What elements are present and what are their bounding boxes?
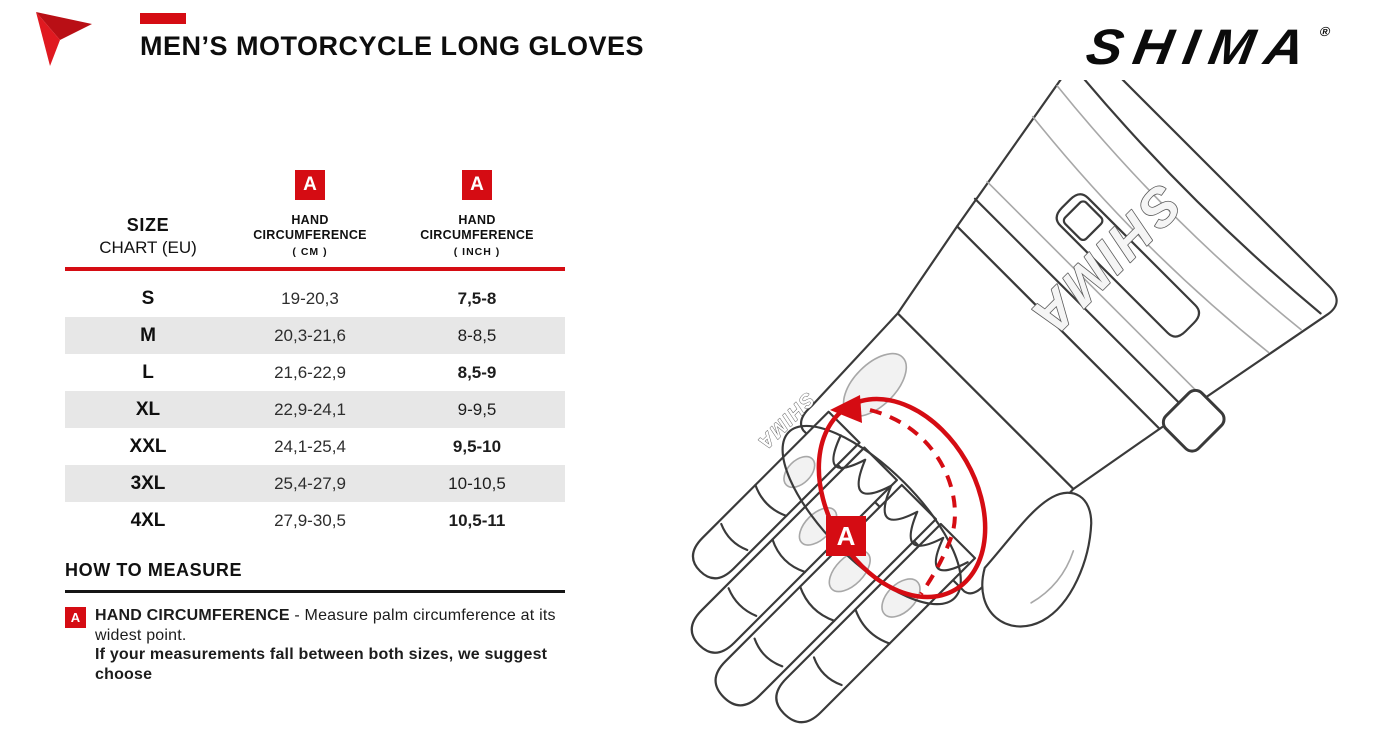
title-accent-bar bbox=[140, 13, 186, 24]
table-row: XXL 24,1-25,4 9,5-10 bbox=[65, 428, 565, 465]
cm-cell: 27,9-30,5 bbox=[274, 510, 346, 530]
size-header-line2: CHART (EU) bbox=[99, 238, 197, 257]
finger-pad bbox=[828, 549, 871, 593]
cm-header-line2: CIRCUMFERENCE bbox=[253, 228, 367, 242]
size-chart-table: SIZE CHART (EU) A HAND CIRCUMFERENCE ( C… bbox=[65, 158, 565, 539]
table-header: SIZE CHART (EU) A HAND CIRCUMFERENCE ( C… bbox=[65, 158, 565, 258]
cm-cell: 24,1-25,4 bbox=[274, 436, 346, 456]
size-cell: XL bbox=[135, 398, 161, 420]
page-title: MEN’S MOTORCYCLE LONG GLOVES bbox=[140, 31, 645, 61]
glove-thumb bbox=[981, 491, 1093, 628]
registered-mark: ® bbox=[1318, 24, 1332, 39]
finger-crease bbox=[727, 587, 758, 617]
header-divider bbox=[65, 267, 565, 271]
finger-crease bbox=[720, 522, 749, 552]
inch-cell: 8,5-9 bbox=[457, 362, 497, 382]
cuff-seam bbox=[986, 180, 1206, 400]
cuff-hem bbox=[1072, 80, 1322, 315]
table-body: S 19-20,3 7,5-8 M 20,3-21,6 8-8,5 L 21,6… bbox=[65, 280, 565, 539]
measurement-annotation: A bbox=[816, 395, 988, 600]
size-column-header: SIZE CHART (EU) bbox=[65, 158, 231, 258]
inch-cell: 10-10,5 bbox=[448, 473, 506, 493]
table-row: 3XL 25,4-27,9 10-10,5 bbox=[65, 465, 565, 502]
measure-instructions: A HAND CIRCUMFERENCE - Measure palm circ… bbox=[65, 606, 625, 684]
measure-note-2: choose bbox=[95, 665, 153, 683]
cm-cell: 21,6-22,9 bbox=[274, 362, 346, 382]
cm-cell: 20,3-21,6 bbox=[274, 325, 346, 345]
inch-column-header: A HAND CIRCUMFERENCE ( INCH ) bbox=[389, 158, 565, 258]
cuff-seam bbox=[1056, 84, 1302, 331]
size-cell: 3XL bbox=[130, 472, 166, 494]
cm-header-line1: HAND bbox=[291, 213, 329, 227]
cuff-seam bbox=[1031, 115, 1270, 354]
glove-illustration: SHIMA SHIMA A bbox=[690, 80, 1338, 724]
measure-text: HAND CIRCUMFERENCE - Measure palm circum… bbox=[95, 606, 556, 684]
shima-logo-icon bbox=[36, 12, 92, 66]
size-cell: 4XL bbox=[130, 509, 166, 531]
table-row: 4XL 27,9-30,5 10,5-11 bbox=[65, 502, 565, 539]
size-cell: M bbox=[140, 324, 156, 346]
measurement-badge bbox=[826, 516, 866, 556]
measure-note-1: If your measurements fall between both s… bbox=[95, 646, 548, 663]
measurement-arrow-icon bbox=[830, 395, 862, 423]
cuff-seam bbox=[973, 197, 1189, 413]
measure-a-badge: A bbox=[295, 170, 325, 200]
strap-buckle bbox=[1062, 200, 1104, 242]
logo-lower-shape bbox=[36, 12, 60, 66]
glove-finger-middle bbox=[714, 483, 938, 707]
inch-cell: 10,5-11 bbox=[448, 510, 506, 530]
finger-pad bbox=[783, 455, 816, 489]
glove-cuff bbox=[955, 80, 1338, 430]
brand-wordmark: SHIMA® bbox=[1082, 18, 1333, 76]
cm-cell: 19-20,3 bbox=[281, 288, 339, 308]
knuckle-scallops bbox=[832, 434, 969, 572]
measurement-badge-label: A bbox=[837, 521, 856, 551]
wrist-adjuster-strap bbox=[1161, 388, 1226, 453]
inch-header-unit: ( INCH ) bbox=[453, 246, 501, 258]
measure-a-badge: A bbox=[462, 170, 492, 200]
measure-term: HAND CIRCUMFERENCE bbox=[95, 607, 290, 624]
glove-line-art: SHIMA SHIMA bbox=[690, 80, 1338, 724]
size-cell: L bbox=[142, 361, 154, 383]
measure-line-2: widest point. bbox=[95, 626, 187, 644]
size-cell: S bbox=[141, 287, 155, 309]
glove-finger-ring bbox=[690, 446, 898, 654]
inch-cell: 8-8,5 bbox=[457, 325, 497, 345]
finger-crease bbox=[799, 585, 836, 622]
table-row: XL 22,9-24,1 9-9,5 bbox=[65, 391, 565, 428]
size-cell: XXL bbox=[129, 435, 167, 457]
table-row: S 19-20,3 7,5-8 bbox=[65, 280, 565, 317]
how-to-measure-section: HOW TO MEASURE bbox=[65, 560, 565, 593]
finger-crease bbox=[812, 656, 843, 687]
inch-cell: 7,5-8 bbox=[457, 288, 497, 308]
finger-crease bbox=[854, 608, 891, 645]
inch-cell: 9,5-10 bbox=[452, 436, 502, 456]
measure-a-badge: A bbox=[65, 607, 86, 628]
how-to-measure-heading: HOW TO MEASURE bbox=[65, 560, 565, 593]
inch-header-line1: HAND bbox=[458, 213, 496, 227]
measure-line-1: HAND CIRCUMFERENCE - Measure palm circum… bbox=[95, 606, 556, 626]
inch-header-line2: CIRCUMFERENCE bbox=[420, 228, 534, 242]
cm-cell: 25,4-27,9 bbox=[274, 473, 346, 493]
logo-upper-shape bbox=[36, 12, 92, 40]
inch-cell: 9-9,5 bbox=[457, 399, 497, 419]
measurement-dashed-line bbox=[869, 408, 957, 596]
cm-header-unit: ( CM ) bbox=[292, 246, 328, 258]
finger-crease bbox=[754, 483, 788, 517]
cm-column-header: A HAND CIRCUMFERENCE ( CM ) bbox=[231, 158, 389, 258]
finger-crease bbox=[753, 637, 784, 668]
table-row: M 20,3-21,6 8-8,5 bbox=[65, 317, 565, 354]
title-block: MEN’S MOTORCYCLE LONG GLOVES bbox=[140, 13, 644, 62]
cm-cell: 22,9-24,1 bbox=[274, 399, 346, 419]
brand-name: SHIMA bbox=[1082, 19, 1321, 75]
glove-finger-index bbox=[775, 522, 977, 724]
measure-desc: - Measure palm circumference at its bbox=[289, 607, 556, 624]
table-row: L 21,6-22,9 8,5-9 bbox=[65, 354, 565, 391]
thumb-crease bbox=[1030, 550, 1075, 604]
finger-crease bbox=[771, 538, 807, 574]
size-header-line1: SIZE bbox=[126, 215, 170, 235]
